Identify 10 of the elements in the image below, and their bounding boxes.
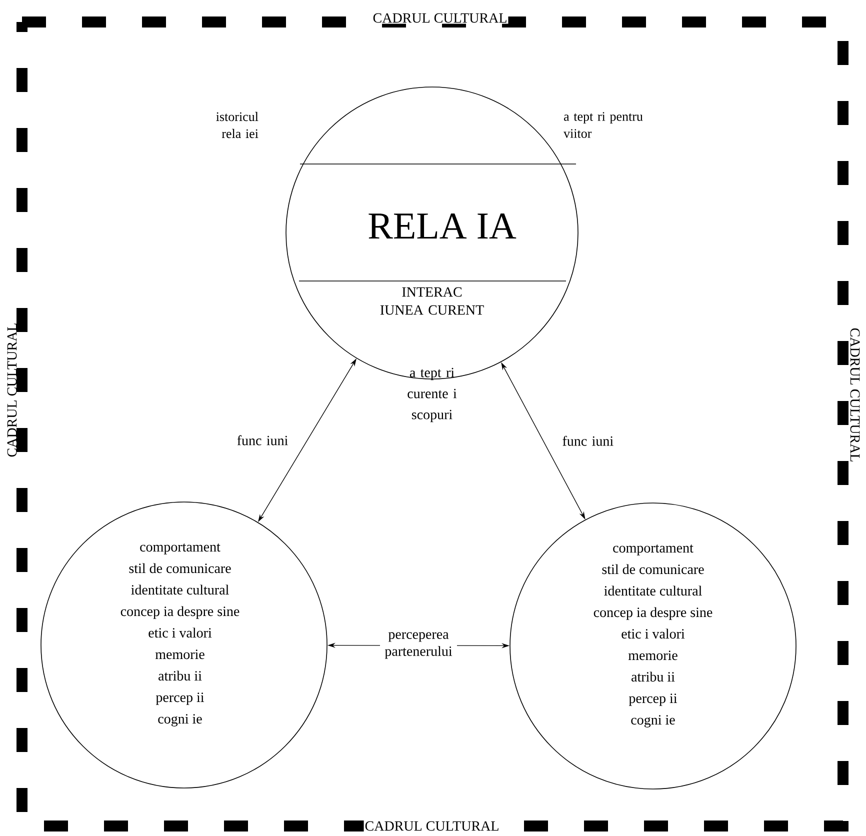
edge-label: func iuni bbox=[237, 435, 288, 446]
edge-label: perceperea partenerului bbox=[380, 631, 457, 660]
side-note: istoricul rela iei bbox=[216, 112, 258, 138]
edge-label: func iuni bbox=[562, 436, 614, 446]
frame-label: CADRUL CULTURAL bbox=[372, 12, 508, 24]
note-text: a tept ri curente i scopuri bbox=[408, 368, 457, 422]
frame-label: CADRUL CULTURAL bbox=[7, 324, 17, 457]
frame-label: CADRUL CULTURAL bbox=[364, 820, 500, 832]
side-note: a tept ri pentru viitor bbox=[564, 112, 643, 138]
frame-label: CADRUL CULTURAL bbox=[850, 328, 860, 462]
